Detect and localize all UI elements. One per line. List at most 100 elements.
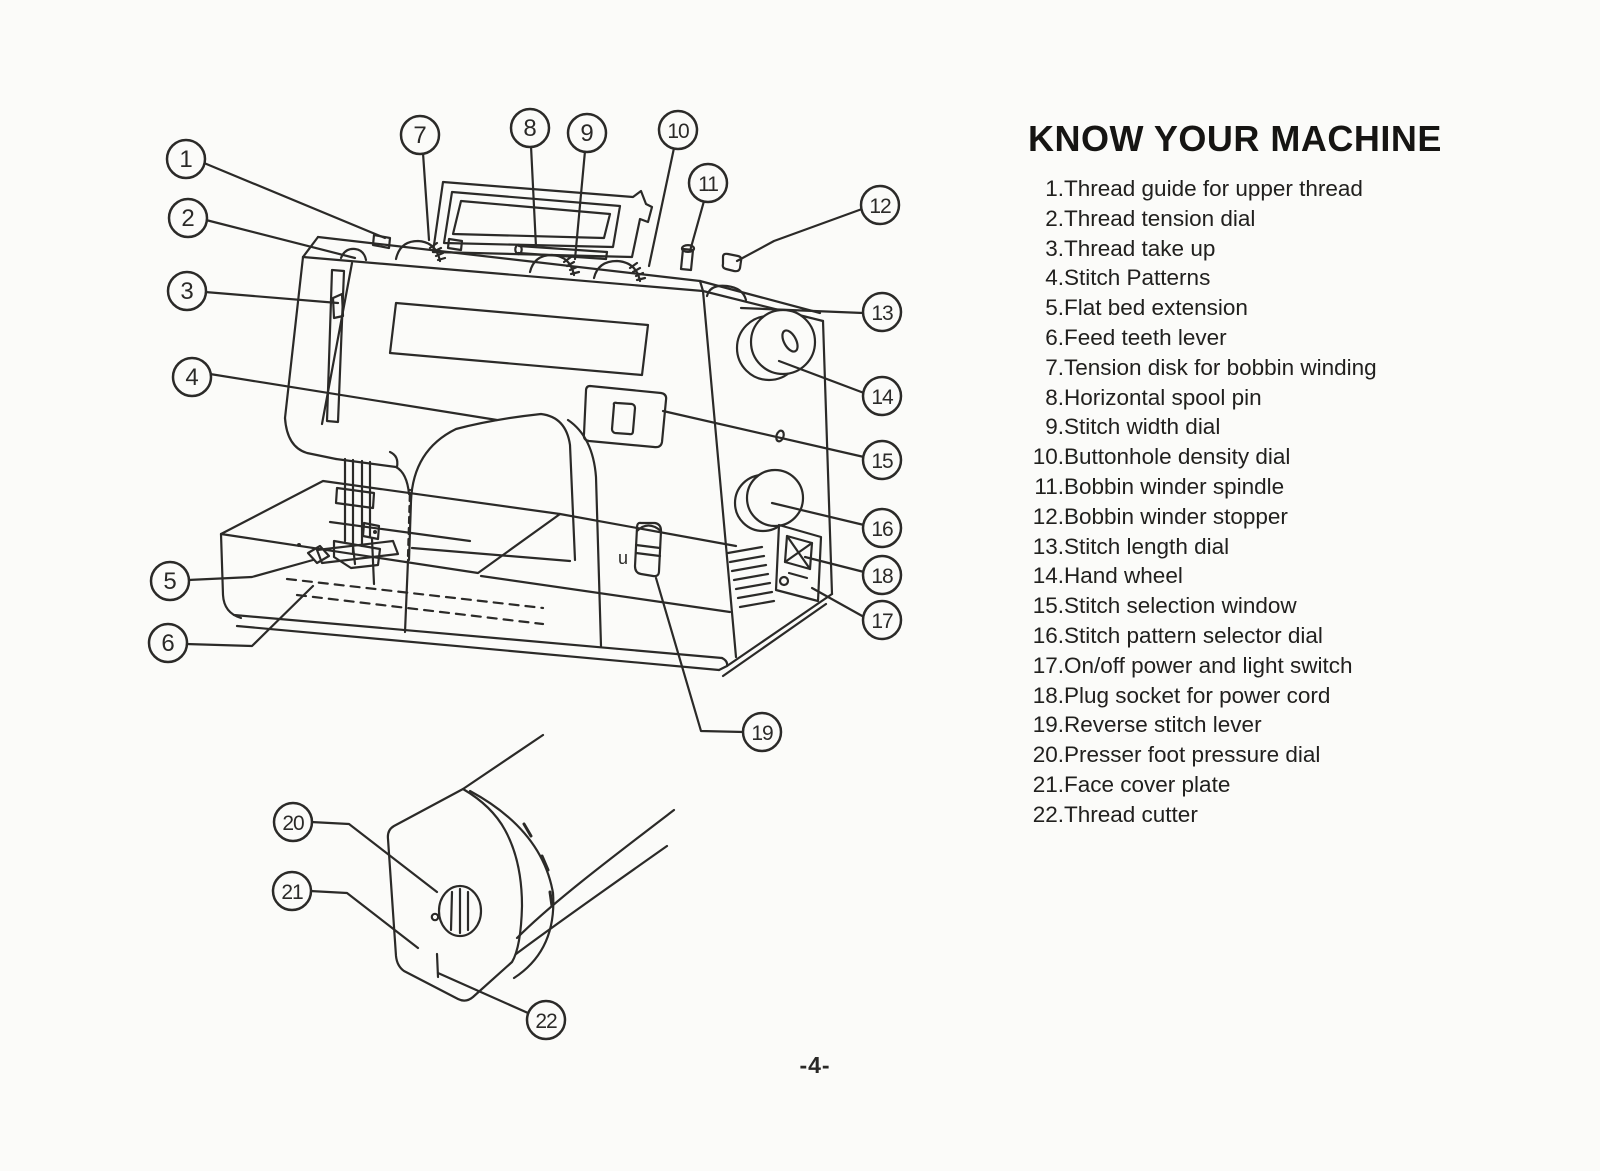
- part-number: 14.: [1032, 563, 1064, 589]
- callout-circle-18: [861, 554, 903, 596]
- callout-number-5: 5: [163, 568, 176, 595]
- callout-15: 15: [661, 409, 903, 481]
- part-number: 19.: [1032, 712, 1064, 738]
- callout-circle-17: [861, 599, 903, 641]
- callout-18: 18: [803, 554, 903, 596]
- callout-9: 9: [566, 112, 608, 261]
- callout-4: 4: [171, 356, 499, 422]
- callout-number-1: 1: [179, 146, 192, 173]
- callout-leader-9: [573, 149, 587, 261]
- part-label: Presser foot pressure dial: [1064, 742, 1321, 768]
- callout-leader-19: [654, 576, 746, 734]
- callout-20: 20: [272, 801, 439, 894]
- callout-number-16: 16: [871, 518, 893, 541]
- callout-3: 3: [166, 270, 340, 312]
- callout-leader-10: [647, 146, 676, 268]
- callout-leader-4: [208, 372, 499, 422]
- part-label: Horizontal spool pin: [1064, 384, 1262, 410]
- part-label: Stitch width dial: [1064, 414, 1221, 440]
- part-number: 5.: [1045, 295, 1064, 321]
- callout-number-3: 3: [180, 278, 193, 305]
- part-label: Stitch length dial: [1064, 533, 1230, 559]
- callout-circle-16: [861, 507, 903, 549]
- callout-number-10: 10: [667, 120, 689, 143]
- callout-leader-16: [770, 501, 866, 527]
- callout-leader-6: [184, 584, 315, 648]
- parts-list-item: 14.Hand wheel: [1028, 561, 1528, 591]
- parts-list-item: 8.Horizontal spool pin: [1028, 383, 1528, 413]
- callout-5: 5: [149, 558, 315, 602]
- parts-list-item: 2.Thread tension dial: [1028, 204, 1528, 234]
- spool-pin: [446, 237, 609, 261]
- callout-number-14: 14: [871, 386, 894, 409]
- pattern-selector-dial: [733, 468, 805, 533]
- parts-list-item: 1.Thread guide for upper thread: [1028, 174, 1528, 204]
- parts-list-item: 3.Thread take up: [1028, 234, 1528, 264]
- callout-number-17: 17: [871, 610, 893, 633]
- part-label: Plug socket for power cord: [1064, 682, 1331, 708]
- callout-19: 19: [654, 576, 783, 753]
- page-number: -4-: [799, 1052, 831, 1078]
- callout-circle-7: [399, 114, 441, 156]
- part-label: Hand wheel: [1064, 563, 1183, 589]
- parts-list-item: 7.Tension disk for bobbin winding: [1028, 353, 1528, 383]
- callout-circle-5: [149, 560, 191, 602]
- callout-leader-5: [186, 558, 315, 582]
- parts-list-item: 9.Stitch width dial: [1028, 412, 1528, 442]
- parts-list-item: 5.Flat bed extension: [1028, 293, 1528, 323]
- part-label: Thread guide for upper thread: [1064, 176, 1363, 201]
- parts-list-item: 21.Face cover plate: [1028, 770, 1528, 800]
- part-number: 11.: [1034, 473, 1064, 499]
- part-label: Thread take up: [1064, 235, 1216, 261]
- callout-22: 22: [436, 971, 567, 1041]
- callout-leader-1: [202, 161, 387, 240]
- callout-16: 16: [770, 501, 903, 549]
- part-label: Tension disk for bobbin winding: [1064, 354, 1377, 380]
- part-label: Flat bed extension: [1064, 295, 1248, 321]
- callout-number-7: 7: [413, 122, 426, 149]
- callout-6: 6: [147, 584, 315, 664]
- callout-number-11: 11: [698, 173, 718, 196]
- callout-number-13: 13: [871, 302, 893, 325]
- part-label: Reverse stitch lever: [1064, 712, 1262, 738]
- part-number: 8.: [1045, 384, 1064, 410]
- callout-number-9: 9: [580, 120, 593, 147]
- needle-assembly: [332, 450, 411, 586]
- part-number: 22.: [1032, 801, 1064, 827]
- parts-list-item: 17.On/off power and light switch: [1028, 651, 1528, 681]
- callout-circle-19: [741, 711, 783, 753]
- parts-list-item: 13.Stitch length dial: [1028, 532, 1528, 562]
- part-number: 21.: [1032, 771, 1064, 797]
- carrying-handle: [431, 180, 654, 259]
- callout-17: 17: [810, 586, 903, 641]
- callout-leader-8: [529, 144, 538, 249]
- callout-circle-10: [657, 109, 699, 151]
- callout-21: 21: [271, 870, 420, 950]
- parts-list-item: 22.Thread cutter: [1028, 800, 1528, 830]
- callout-10: 10: [647, 109, 699, 268]
- thread-take-up: [325, 268, 346, 424]
- callout-number-4: 4: [185, 364, 198, 391]
- parts-list-item: 11.Bobbin winder spindle: [1028, 472, 1528, 502]
- callout-leader-20: [309, 820, 439, 894]
- parts-list-item: 12.Bobbin winder stopper: [1028, 502, 1528, 532]
- parts-list-item: 6.Feed teeth lever: [1028, 323, 1528, 353]
- callout-leader-18: [803, 555, 866, 574]
- callout-circle-14: [861, 375, 903, 417]
- callout-leader-11: [688, 199, 706, 253]
- part-label: Buttonhole density dial: [1064, 444, 1291, 470]
- callout-number-19: 19: [751, 722, 773, 745]
- callout-circle-4: [171, 356, 213, 398]
- part-number: 12.: [1032, 503, 1064, 529]
- part-number: 18.: [1032, 682, 1064, 708]
- callout-circle-12: [859, 184, 901, 226]
- callout-circle-22: [525, 999, 567, 1041]
- part-number: 4.: [1045, 265, 1064, 291]
- callout-circle-6: [147, 622, 189, 664]
- part-label: Face cover plate: [1064, 771, 1231, 797]
- callout-circle-11: [687, 162, 729, 204]
- callout-circle-2: [167, 197, 209, 239]
- flat-bed: [219, 479, 738, 634]
- legend: KNOW YOUR MACHINE 1.Thread guide for upp…: [1028, 118, 1528, 830]
- svg-text:u: u: [618, 548, 628, 568]
